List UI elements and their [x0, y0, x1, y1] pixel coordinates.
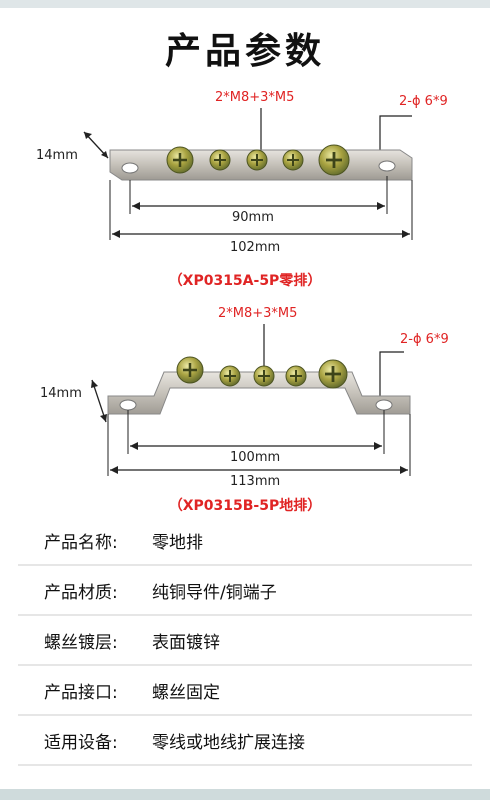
bottom-decor-bar — [0, 789, 490, 800]
screw-m8-right — [318, 144, 350, 176]
screw-m8-left-b — [176, 356, 204, 384]
spec-key: 产品接口: — [44, 682, 118, 703]
total-length-label: 102mm — [230, 240, 281, 255]
figure-a-caption: （XP0315A-5P零排） — [168, 273, 322, 289]
spec-value: 零地排 — [152, 532, 203, 553]
spec-row: 适用设备: 零线或地线扩展连接 — [18, 716, 472, 766]
spec-row: 产品名称: 零地排 — [18, 516, 472, 566]
mount-hole-right — [378, 160, 396, 172]
page-title: 产品参数 — [164, 31, 325, 72]
spec-row: 产品接口: 螺丝固定 — [18, 666, 472, 716]
spec-table: 产品名称: 零地排 产品材质: 纯铜导件/铜端子 螺丝镀层: 表面镀锌 产品接口… — [0, 516, 490, 766]
hole-distance-label-b: 100mm — [230, 450, 281, 465]
top-decor-bar — [0, 0, 490, 8]
mount-hole-right-b — [375, 399, 393, 411]
screw-m8-right-b — [318, 359, 348, 389]
spec-row: 螺丝镀层: 表面镀锌 — [18, 616, 472, 666]
hole-leader-line-b — [379, 351, 404, 400]
screw-m5-3 — [282, 149, 304, 171]
figure-zero-bar: 2*M8+3*M5 2-ϕ 6*9 14mm 90mm 102mm — [0, 88, 490, 288]
screw-spec-label-b: 2*M8+3*M5 — [218, 306, 298, 321]
spec-value: 纯铜导件/铜端子 — [152, 582, 277, 603]
screw-m5-3-b — [285, 365, 307, 387]
screw-m5-2 — [246, 149, 268, 171]
hole-spec-label-b: 2-ϕ 6*9 — [400, 332, 449, 347]
spec-key: 适用设备: — [44, 732, 118, 753]
screw-spec-label: 2*M8+3*M5 — [215, 90, 295, 105]
spec-key: 产品名称: — [44, 532, 118, 553]
figure-b-caption: （XP0315B-5P地排） — [168, 498, 322, 514]
height-label-b: 14mm — [40, 386, 82, 401]
spec-value: 表面镀锌 — [152, 632, 220, 653]
screw-m5-1 — [209, 149, 231, 171]
screw-m5-1-b — [219, 365, 241, 387]
zero-bar-drawing — [83, 108, 413, 240]
figure-ground-bar: 2*M8+3*M5 2-ϕ 6*9 14mm 100mm 113mm — [0, 300, 490, 500]
screw-m5-2-b — [253, 365, 275, 387]
total-length-label-b: 113mm — [230, 474, 281, 489]
screw-m8-left — [166, 146, 194, 174]
hole-spec-label: 2-ϕ 6*9 — [399, 94, 448, 109]
height-label: 14mm — [36, 148, 78, 163]
mount-hole-left-b — [119, 399, 137, 411]
spec-row: 产品材质: 纯铜导件/铜端子 — [18, 566, 472, 616]
spec-value: 螺丝固定 — [152, 682, 220, 703]
spec-key: 螺丝镀层: — [44, 632, 118, 653]
spec-key: 产品材质: — [44, 582, 118, 603]
spec-value: 零线或地线扩展连接 — [152, 732, 305, 753]
ground-bar-drawing — [91, 324, 411, 476]
mount-hole-left — [121, 162, 139, 174]
hole-distance-label: 90mm — [232, 210, 274, 225]
